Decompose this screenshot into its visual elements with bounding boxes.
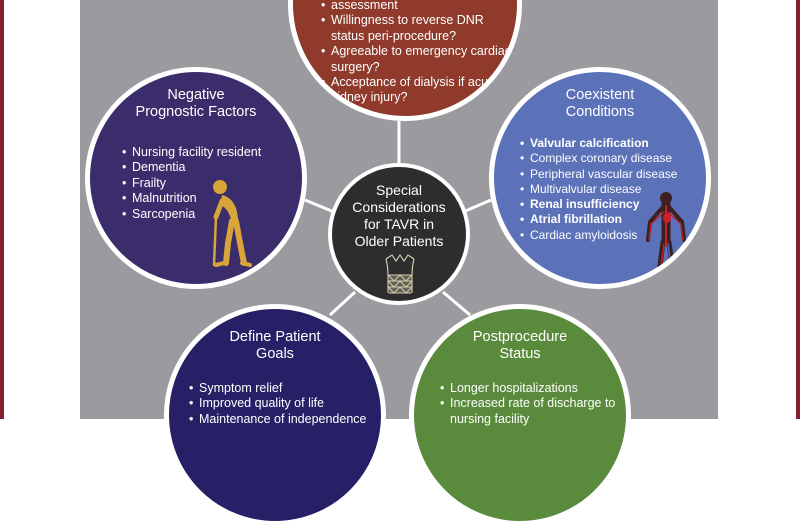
list-item: Acceptance of dialysis if acute kidney i… — [321, 75, 511, 106]
list-item: Nursing facility resident — [122, 145, 292, 161]
list-item: Sarcopenia — [122, 207, 292, 223]
list-item: Maintenance of independence — [189, 412, 381, 428]
title-line: Special — [376, 182, 422, 198]
list-item: Symptom relief — [189, 381, 381, 397]
patient-preferences-circle: assessment Willingness to reverse DNR st… — [288, 0, 522, 121]
title-line: Goals — [256, 346, 294, 362]
right-border — [796, 0, 800, 419]
list-item: Peripheral vascular disease — [520, 167, 706, 183]
list-item: Complex coronary disease — [520, 151, 706, 167]
elderly-person-with-cane-icon — [212, 180, 252, 267]
list-item: Increased rate of discharge to nursing f… — [440, 396, 620, 427]
list-item: Dementia — [122, 160, 292, 176]
title-line: Older Patients — [354, 233, 444, 249]
negative-factors-list: Nursing facility resident Dementia Frail… — [122, 145, 292, 222]
list-item: Agreeable to emergency cardiac surgery? — [321, 44, 511, 75]
tavr-valve-icon — [385, 254, 415, 294]
define-patient-goals-circle: Define Patient Goals Symptom relief Impr… — [164, 304, 386, 526]
list-item: Malnutrition — [122, 191, 292, 207]
connector-lines — [304, 121, 492, 317]
list-item: Cardiac amyloidosis — [520, 228, 706, 244]
patient-goals-list: Symptom relief Improved quality of life … — [189, 381, 381, 428]
list-item: Renal insufficiency — [520, 197, 706, 213]
circle-title: Postprocedure Status — [414, 329, 626, 363]
title-line: Considerations — [352, 199, 446, 215]
left-border — [0, 0, 4, 419]
title-line: for TAVR in — [363, 216, 435, 232]
center-special-considerations-circle: Special Considerations for TAVR in Older… — [328, 163, 470, 305]
coexistent-conditions-list: Valvular calcification Complex coronary … — [520, 136, 706, 244]
list-item: assessment — [321, 0, 511, 14]
list-item: Willingness to reverse DNR status peri-p… — [321, 13, 511, 44]
human-circulatory-system-icon — [646, 192, 686, 284]
top-circle-list: assessment Willingness to reverse DNR st… — [321, 0, 511, 106]
figure-frame: assessment Willingness to reverse DNR st… — [0, 0, 800, 419]
center-title: Special Considerations for TAVR in Older… — [332, 182, 466, 250]
title-line: Prognostic Factors — [135, 104, 257, 120]
title-line: Define Patient — [229, 329, 321, 345]
coexistent-conditions-circle: Coexistent Conditions Valvular calcifica… — [489, 67, 711, 289]
postprocedure-status-circle: Postprocedure Status Longer hospitalizat… — [409, 304, 631, 526]
circle-title: Coexistent Conditions — [494, 87, 706, 121]
negative-prognostic-factors-circle: Negative Prognostic Factors Nursing faci… — [85, 67, 307, 289]
list-item: Improved quality of life — [189, 396, 381, 412]
title-line: Postprocedure — [472, 329, 568, 345]
list-item: Longer hospitalizations — [440, 381, 620, 397]
title-line: Coexistent — [565, 87, 635, 103]
list-item: Valvular calcification — [520, 136, 706, 152]
postprocedure-status-list: Longer hospitalizations Increased rate o… — [440, 381, 620, 427]
circle-title: Negative Prognostic Factors — [90, 87, 302, 121]
title-line: Conditions — [565, 104, 635, 120]
list-item: Atrial fibrillation — [520, 212, 706, 228]
circle-title: Define Patient Goals — [169, 329, 381, 363]
title-line: Status — [499, 346, 541, 362]
list-item: Frailty — [122, 176, 292, 192]
list-item: Multivalvular disease — [520, 182, 706, 198]
title-line: Negative — [167, 87, 225, 103]
